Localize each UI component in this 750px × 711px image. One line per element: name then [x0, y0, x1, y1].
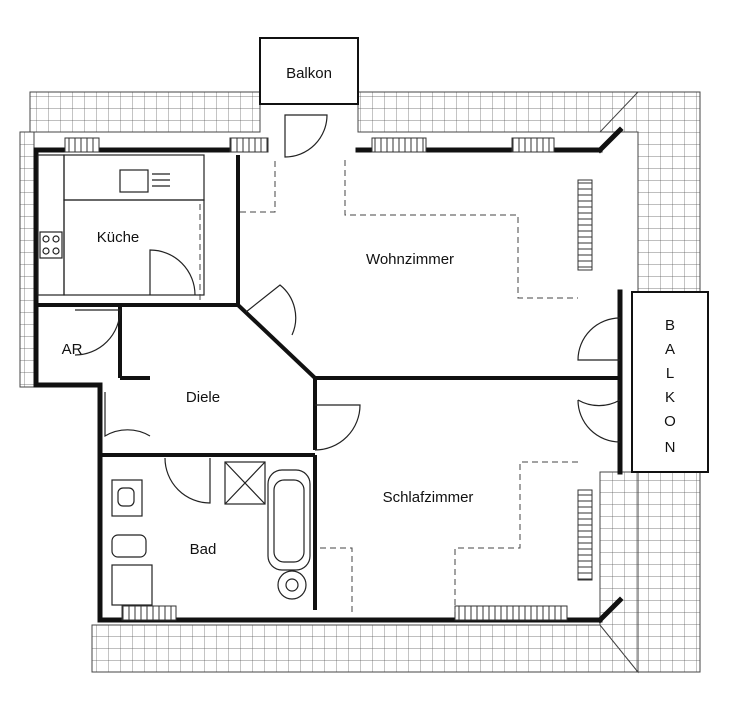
room-label-ar: AR: [62, 341, 83, 358]
room-label-kueche: Küche: [97, 229, 140, 246]
bathroom-fixtures: [111, 461, 311, 606]
doors: [74, 114, 621, 504]
room-label-bad: Bad: [190, 541, 217, 558]
room-label-wohnzimmer: Wohnzimmer: [366, 251, 454, 268]
balkon-letter-6: N: [665, 439, 676, 456]
balkon-letter-3: L: [666, 365, 674, 382]
room-label-schlafzimmer: Schlafzimmer: [383, 489, 474, 506]
balkon-letter-1: B: [665, 317, 675, 334]
roof-slope-lines: [199, 160, 578, 612]
roof-tiles: [19, 91, 701, 674]
balcony-top: Balkon: [259, 37, 359, 105]
balkon-letter-4: K: [665, 389, 675, 406]
room-label-balkon-top: Balkon: [286, 65, 332, 82]
balcony-right: B A L K O N: [631, 291, 709, 473]
outer-walls: [33, 126, 624, 624]
inner-walls: [36, 155, 620, 610]
kitchen-fixtures: [37, 154, 205, 296]
room-label-diele: Diele: [186, 389, 220, 406]
balkon-letter-5: O: [664, 413, 676, 430]
radiators: [64, 137, 593, 621]
balkon-letter-2: A: [665, 341, 675, 358]
